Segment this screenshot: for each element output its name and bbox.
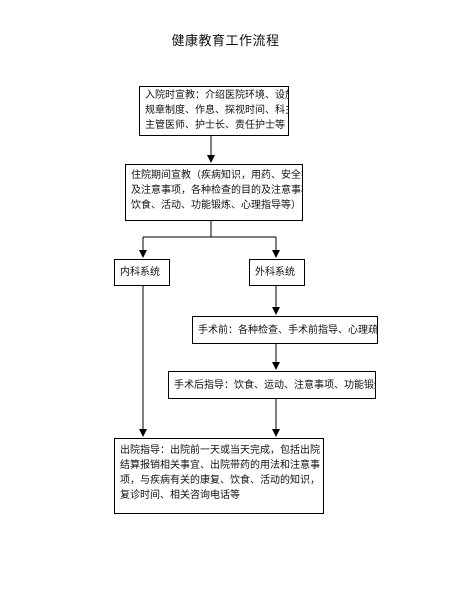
preop-label: 手术前：各种检查、手术前指导、心理疏导等 xyxy=(198,325,378,336)
internal-label: 内科系统 xyxy=(120,267,160,278)
discharge-line-3: 项，与疾病有关的康复、饮食、活动的知识， xyxy=(120,475,320,486)
surgical-label: 外科系统 xyxy=(255,267,295,278)
discharge-line-2: 结算报销相关事宜、出院带药的用法和注意事 xyxy=(120,460,320,471)
postop-label: 手术后指导：饮食、运动、注意事项、功能锻炼等 xyxy=(174,380,376,391)
inpatient-line-3: 饮食、活动、功能锻炼、心理指导等） xyxy=(131,200,301,211)
postoperative-box: 手术后指导：饮食、运动、注意事项、功能锻炼等 xyxy=(168,371,376,399)
internal-medicine-box: 内科系统 xyxy=(114,259,170,286)
inpatient-education-box: 住院期间宣教（疾病知识，用药、安全指导 及注意事项，各种检查的目的及注意事项、 … xyxy=(125,164,303,221)
page-title: 健康教育工作流程 xyxy=(171,34,280,49)
discharge-line-1: 出院指导：出院前一天或当天完成，包括出院 xyxy=(120,445,320,456)
discharge-guidance-box: 出院指导：出院前一天或当天完成，包括出院 结算报销相关事宜、出院带药的用法和注意… xyxy=(114,438,324,514)
admission-line-3: 主管医师、护士长、责任护士等 xyxy=(145,120,285,131)
inpatient-line-2: 及注意事项，各种检查的目的及注意事项、 xyxy=(131,185,303,196)
admission-line-2: 规章制度、作息、探视时间、科主任、 xyxy=(145,105,288,116)
admission-line-1: 入院时宣教：介绍医院环境、设施、 xyxy=(145,90,289,101)
inpatient-line-1: 住院期间宣教（疾病知识，用药、安全指导 xyxy=(131,170,303,181)
discharge-line-4: 复诊时间、相关咨询电话等 xyxy=(120,490,240,501)
admission-education-box: 入院时宣教：介绍医院环境、设施、 规章制度、作息、探视时间、科主任、 主管医师、… xyxy=(139,86,289,136)
preoperative-box: 手术前：各种检查、手术前指导、心理疏导等 xyxy=(192,316,378,344)
surgical-box: 外科系统 xyxy=(249,259,305,286)
